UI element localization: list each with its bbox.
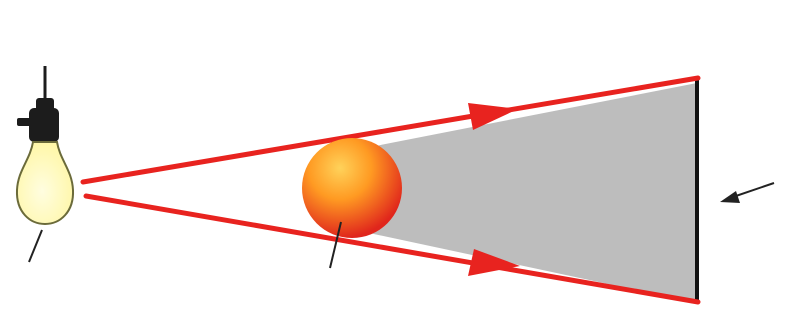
bulb-label-line <box>29 230 42 262</box>
pointer-arrow <box>720 183 774 203</box>
bulb-switch <box>17 118 31 126</box>
light-bulb-icon <box>17 66 73 224</box>
pointer-arrow-head <box>720 191 740 203</box>
bulb-socket <box>29 108 59 142</box>
bulb-glass <box>17 142 73 224</box>
sphere <box>302 138 402 238</box>
